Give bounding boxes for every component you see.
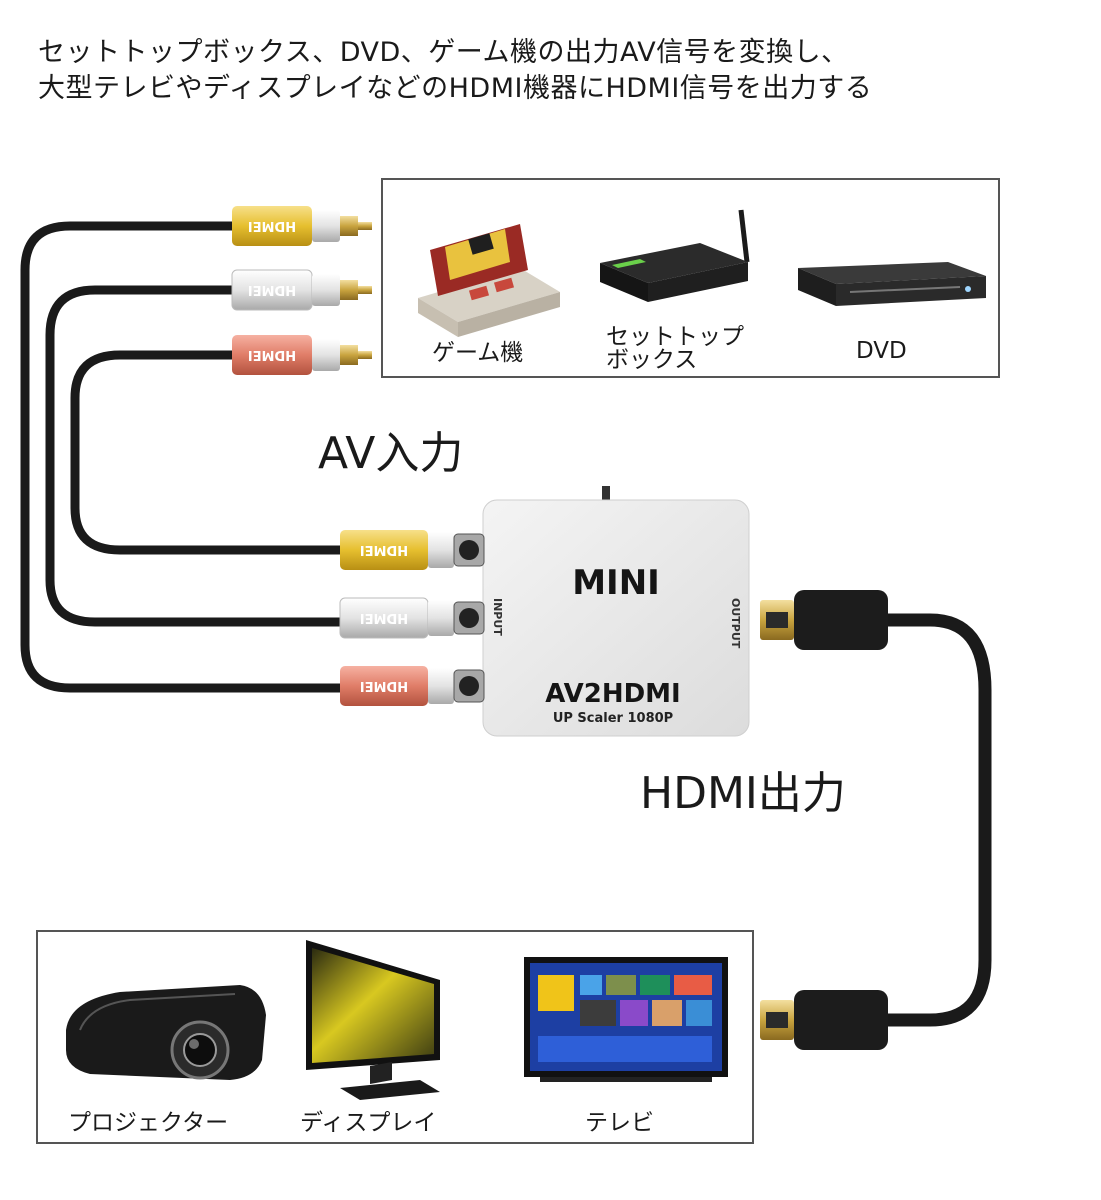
- hdmi-plug-display: [760, 990, 888, 1050]
- rca-plug-red-source: HDMEI: [232, 335, 372, 375]
- plug-brand-label: HDMEI: [248, 218, 296, 233]
- source-label-set-top-box-line1: セットトップ: [606, 324, 744, 350]
- hdmi-cable: [881, 613, 992, 1027]
- source-label-set-top-box-line2: ボックス: [606, 347, 697, 373]
- rca-plug-white-converter: HDMEI: [339, 597, 485, 639]
- converter-subtitle: UP Scaler 1080P: [553, 711, 673, 726]
- dvd-player-icon: [798, 262, 986, 306]
- white-rca-cable: [45, 285, 347, 627]
- plug-brand-label: HDMEI: [360, 542, 408, 557]
- game-console-icon: [418, 224, 560, 337]
- rca-plug-yellow-source: HDMEI: [232, 206, 372, 246]
- hdmi-plug-output: [760, 590, 888, 650]
- tv-icon: [524, 957, 728, 1082]
- plug-brand-label: HDMEI: [360, 678, 408, 693]
- headline-line-2: 大型テレビやディスプレイなどのHDMI機器にHDMI信号を出力する: [38, 73, 873, 104]
- av-input-label: AV入力: [318, 428, 463, 479]
- set-top-box-icon: [600, 209, 750, 302]
- hdmi-output-label: HDMI出力: [640, 768, 846, 819]
- headline-line-1: セットトップボックス、DVD、ゲーム機の出力AV信号を変換し、: [38, 37, 849, 68]
- display-label-tv: テレビ: [585, 1110, 654, 1136]
- display-label-monitor: ディスプレイ: [300, 1110, 436, 1136]
- plug-brand-label: HDMEI: [248, 282, 296, 297]
- yellow-rca-cable: [20, 221, 347, 693]
- monitor-icon: [306, 940, 440, 1100]
- red-rca-cable: [70, 350, 347, 555]
- converter-box: MINI AV2HDMI UP Scaler 1080P INPUT OUTPU…: [482, 486, 750, 737]
- rca-cables: [20, 221, 347, 693]
- converter-model: AV2HDMI: [545, 679, 680, 709]
- rca-plug-white-source: HDMEI: [231, 269, 372, 311]
- input-port-label: INPUT: [491, 598, 504, 636]
- display-label-projector: プロジェクター: [68, 1110, 228, 1136]
- plug-brand-label: HDMEI: [360, 610, 408, 625]
- output-port-label: OUTPUT: [729, 598, 742, 649]
- converter-brand: MINI: [572, 563, 660, 603]
- projector-icon: [66, 985, 266, 1080]
- source-label-dvd: DVD: [856, 338, 907, 364]
- source-label-game-console: ゲーム機: [432, 340, 523, 366]
- rca-plug-red-converter: HDMEI: [340, 666, 485, 706]
- plug-brand-label: HDMEI: [248, 347, 296, 362]
- rca-plug-yellow-converter: HDMEI: [340, 530, 485, 570]
